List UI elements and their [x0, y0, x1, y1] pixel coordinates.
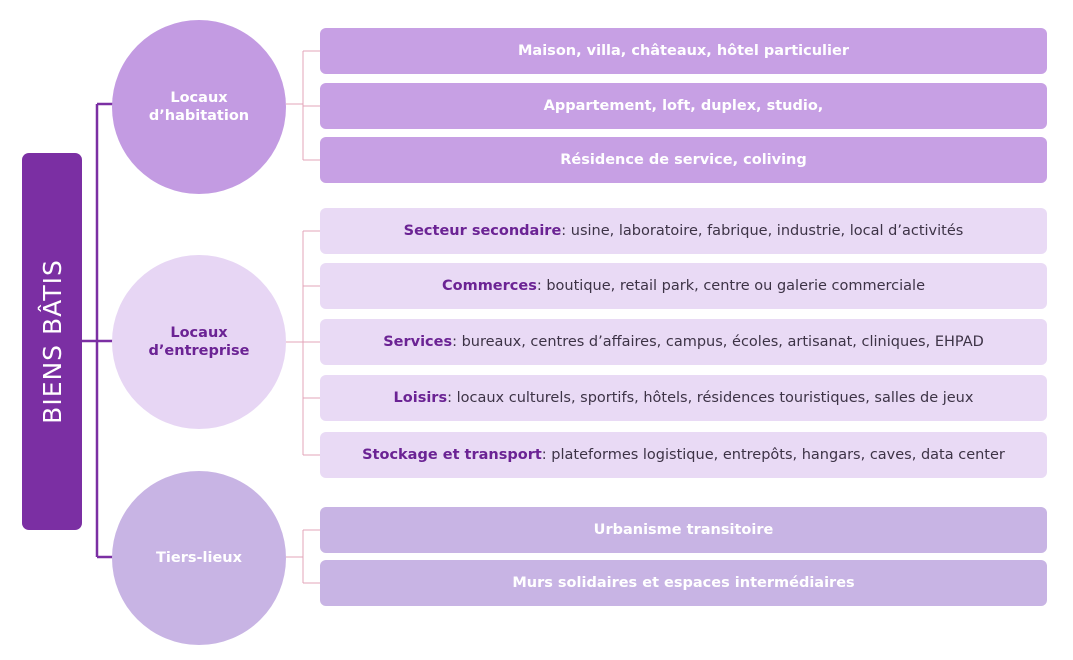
tiers-item-murs-solidaires: Murs solidaires et espaces intermédiaire… [320, 560, 1047, 606]
group-tiers-label: Tiers-lieux [156, 549, 242, 566]
entreprise-item-secteur-secondaire: Secteur secondaire : usine, laboratoire,… [320, 208, 1047, 254]
entreprise-item-loisirs: Loisirs : locaux culturels, sportifs, hô… [320, 375, 1047, 421]
entreprise-item-text: : bureaux, centres d’affaires, campus, é… [452, 334, 984, 350]
habitation-item-maison: Maison, villa, châteaux, hôtel particuli… [320, 28, 1047, 74]
tiers-item-urbanisme: Urbanisme transitoire [320, 507, 1047, 553]
entreprise-item-head: Services [383, 334, 453, 350]
habitation-item-appartement: Appartement, loft, duplex, studio, [320, 83, 1047, 129]
group-habitation-circle: Locaux d’habitation [112, 20, 286, 194]
habitation-item-label: Maison, villa, châteaux, hôtel particuli… [518, 43, 849, 59]
habitation-item-label: Appartement, loft, duplex, studio, [543, 98, 824, 114]
entreprise-item-services: Services : bureaux, centres d’affaires, … [320, 319, 1047, 365]
habitation-item-residence: Résidence de service, coliving [320, 137, 1047, 183]
entreprise-item-commerces: Commerces : boutique, retail park, centr… [320, 263, 1047, 309]
entreprise-item-text: : plateformes logistique, entrepôts, han… [541, 447, 1005, 463]
habitation-item-label: Résidence de service, coliving [560, 152, 807, 168]
tiers-item-label: Murs solidaires et espaces intermédiaire… [512, 575, 855, 591]
tiers-item-label: Urbanisme transitoire [593, 522, 774, 538]
entreprise-item-head: Secteur secondaire [403, 223, 562, 239]
group-entreprise-label-line2: d’entreprise [148, 343, 250, 359]
entreprise-item-text: : locaux culturels, sportifs, hôtels, ré… [447, 390, 974, 406]
entreprise-item-head: Loisirs [393, 390, 448, 406]
root-bar: BIENS BÂTIS [22, 153, 82, 530]
group-habitation-label-line1: Locaux [170, 89, 228, 106]
group-habitation-label-line2: d’habitation [148, 108, 250, 124]
group-tiers-circle: Tiers-lieux [112, 471, 286, 645]
entreprise-item-head: Commerces [441, 278, 537, 294]
entreprise-item-head: Stockage et transport [362, 447, 542, 463]
group-entreprise-label-line1: Locaux [170, 324, 228, 341]
entreprise-item-text: : usine, laboratoire, fabrique, industri… [561, 223, 964, 239]
group-entreprise-circle: Locaux d’entreprise [112, 255, 286, 429]
entreprise-item-text: : boutique, retail park, centre ou galer… [536, 278, 925, 294]
root-label: BIENS BÂTIS [37, 259, 67, 424]
entreprise-item-stockage: Stockage et transport : plateformes logi… [320, 432, 1047, 478]
